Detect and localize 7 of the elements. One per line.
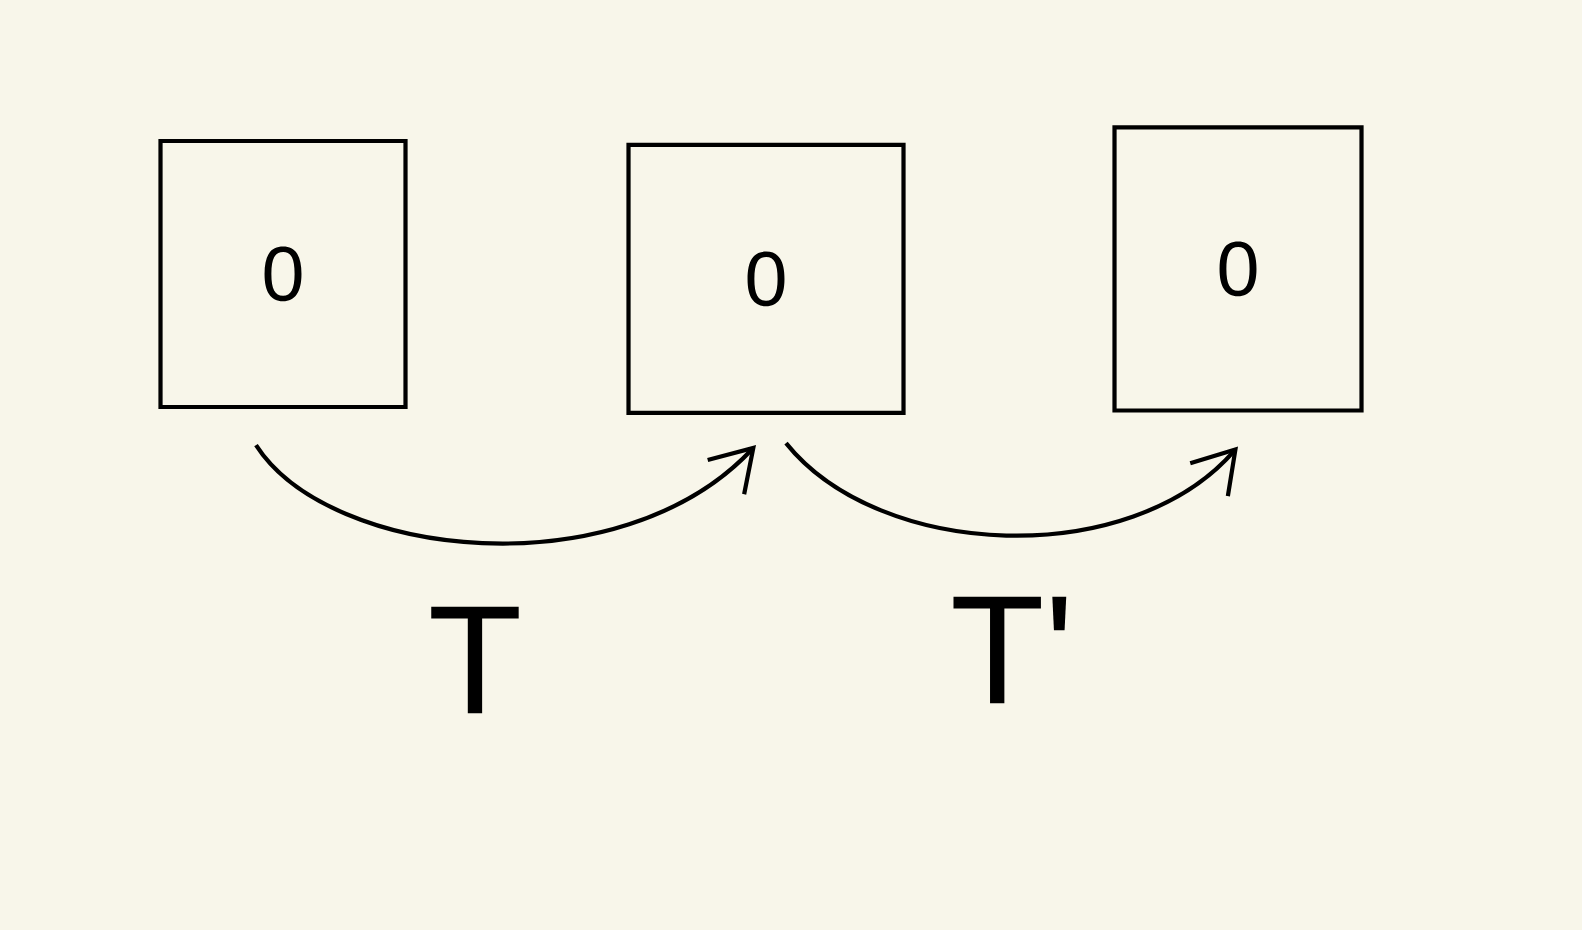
edge-label: T — [431, 606, 519, 714]
square-box: 0 — [626, 142, 906, 416]
square-box: 0 — [158, 138, 408, 410]
edge-label: T' — [953, 596, 1067, 704]
curved-arrow — [254, 443, 756, 546]
square-box: 0 — [1112, 125, 1364, 413]
curved-arrow — [784, 441, 1239, 538]
